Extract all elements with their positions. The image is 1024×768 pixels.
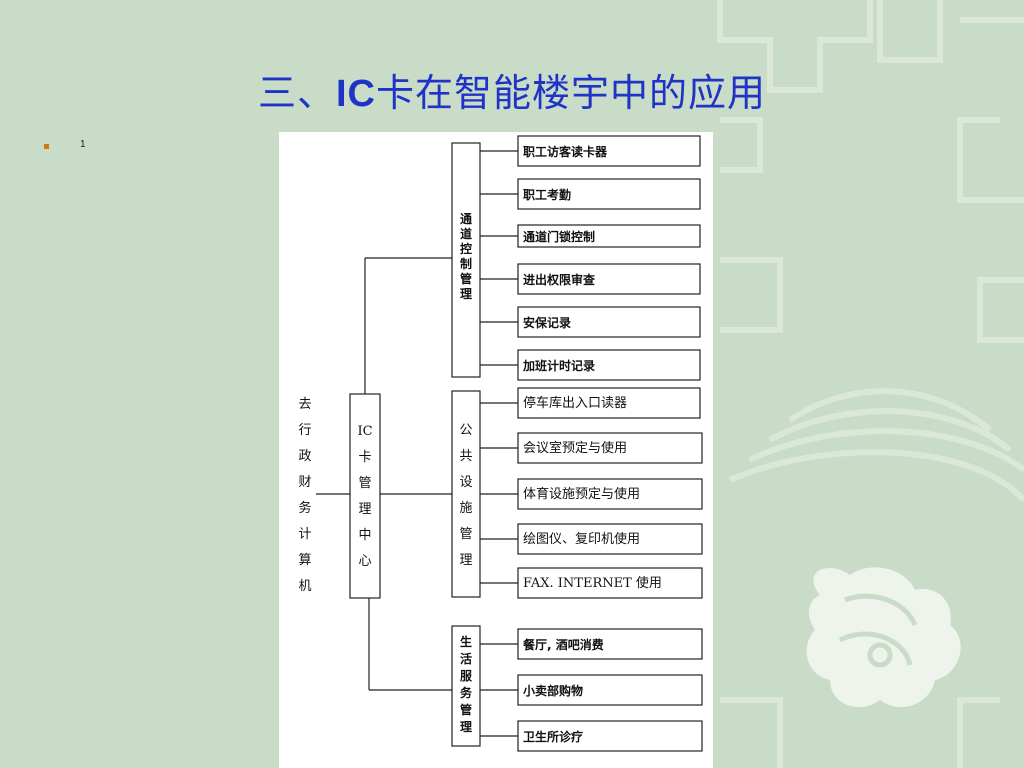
item-label: 安保记录 [523,315,571,331]
item-label: 职工访客读卡器 [523,144,607,160]
bullet-marker [44,144,49,149]
item-label: 体育设施预定与使用 [523,487,640,503]
item-label: 会议室预定与使用 [523,441,627,457]
item-label: 进出权限审查 [523,272,595,288]
item-label: 卫生所诊疗 [523,729,583,745]
item-label: 停车库出入口读器 [523,396,627,412]
item-label: 餐厅, 酒吧消费 [523,637,604,653]
category-label-life: 生活服务管理 [452,634,480,736]
item-label: 加班计时记录 [523,358,595,374]
category-label-channel: 通道控制管理 [452,212,480,302]
bullet-text: 1 [80,139,86,150]
left-system-label: 去行政财务计算机 [296,392,314,600]
item-label: 通道门锁控制 [523,229,595,245]
item-label: 职工考勤 [523,187,571,203]
item-label: 绘图仪、复印机使用 [523,532,640,548]
item-label: FAX. INTERNET 使用 [523,576,662,592]
slide-title: 三、IC卡在智能楼宇中的应用 [0,62,1024,117]
category-label-public: 公共设施管理 [452,418,480,574]
dragon-emblem [807,567,961,707]
diagram-lines [279,132,713,768]
item-label: 小卖部购物 [523,683,583,699]
